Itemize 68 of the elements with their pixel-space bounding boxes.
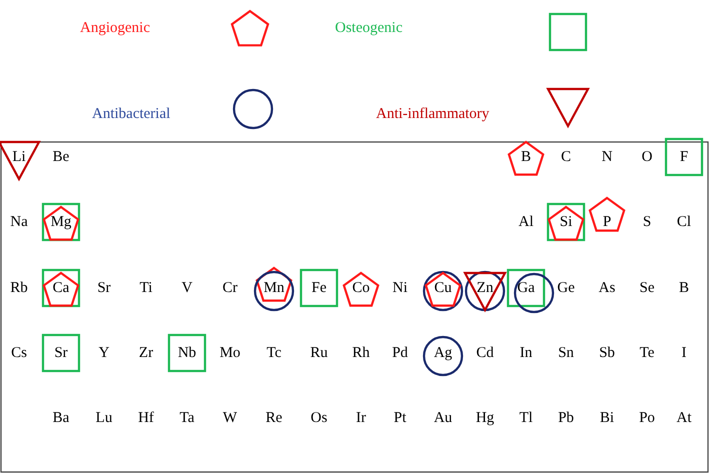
element-symbol: Cl (676, 213, 692, 231)
element-symbol: Si (560, 213, 572, 231)
element-symbol: Mo (220, 344, 240, 362)
element-symbol: Sr (97, 279, 111, 297)
element-symbol: Pt (394, 409, 406, 427)
element-symbol: Ge (557, 279, 575, 297)
element-symbol: Au (434, 409, 452, 427)
element-symbol: Ni (392, 279, 408, 297)
element-symbol: Rb (10, 279, 28, 297)
legend-label: Antibacterial (92, 105, 170, 123)
element-symbol: S (642, 213, 652, 231)
element-symbol: W (222, 409, 238, 427)
element-symbol: Ba (52, 409, 70, 427)
element-symbol: V (182, 279, 192, 297)
element-symbol: Re (266, 409, 282, 427)
element-symbol: Zr (138, 344, 154, 362)
legend-label: Angiogenic (80, 19, 150, 37)
element-symbol: Bi (600, 409, 614, 427)
element-symbol: Ag (434, 344, 452, 362)
element-symbol: Pd (392, 344, 408, 362)
element-symbol: Hf (138, 409, 154, 427)
element-symbol: Al (518, 213, 534, 231)
element-symbol: Te (640, 344, 654, 362)
element-symbol: Ir (356, 409, 366, 427)
element-symbol: Sb (599, 344, 615, 362)
element-symbol: Hg (476, 409, 494, 427)
element-symbol: Ti (140, 279, 152, 297)
legend-label: Anti-inflammatory (376, 105, 490, 123)
element-symbol: In (520, 344, 532, 362)
element-symbol: Fe (312, 279, 326, 297)
element-symbol: Mg (50, 213, 72, 231)
element-symbol: Tc (266, 344, 282, 362)
element-symbol: Mn (264, 279, 284, 297)
element-symbol: N (602, 148, 612, 166)
element-symbol: Ru (310, 344, 328, 362)
element-symbol: As (598, 279, 616, 297)
element-symbol: Lu (96, 409, 112, 427)
element-symbol: Cu (434, 279, 452, 297)
element-symbol: B (521, 148, 531, 166)
element-symbol: Se (640, 279, 654, 297)
element-symbol: At (676, 409, 692, 427)
element-symbol: Os (310, 409, 328, 427)
element-symbol: F (680, 148, 688, 166)
element-symbol: Tl (519, 409, 533, 427)
element-symbol: I (682, 344, 686, 362)
element-symbol: Nb (178, 344, 196, 362)
element-symbol: Sr (54, 344, 68, 362)
element-symbol: Y (98, 344, 110, 362)
element-symbol: Cd (476, 344, 494, 362)
element-symbol: Be (52, 148, 70, 166)
element-symbol: Ca (52, 279, 70, 297)
element-symbol: O (642, 148, 652, 166)
element-symbol: Ta (180, 409, 194, 427)
legend-label: Osteogenic (335, 19, 402, 37)
element-symbol: Na (10, 213, 28, 231)
element-symbol: Ga (517, 279, 535, 297)
element-symbol: B (679, 279, 689, 297)
element-symbol: Rh (352, 344, 370, 362)
element-symbol: C (561, 148, 571, 166)
element-symbol: Cr (222, 279, 238, 297)
element-symbol: Zn (476, 279, 494, 297)
element-symbol: Li (12, 148, 26, 166)
element-symbol: P (602, 213, 612, 231)
element-symbol: Co (352, 279, 370, 297)
element-symbol: Po (639, 409, 655, 427)
element-symbol: Sn (558, 344, 574, 362)
element-symbol: Pb (558, 409, 574, 427)
element-symbol: Cs (11, 344, 27, 362)
